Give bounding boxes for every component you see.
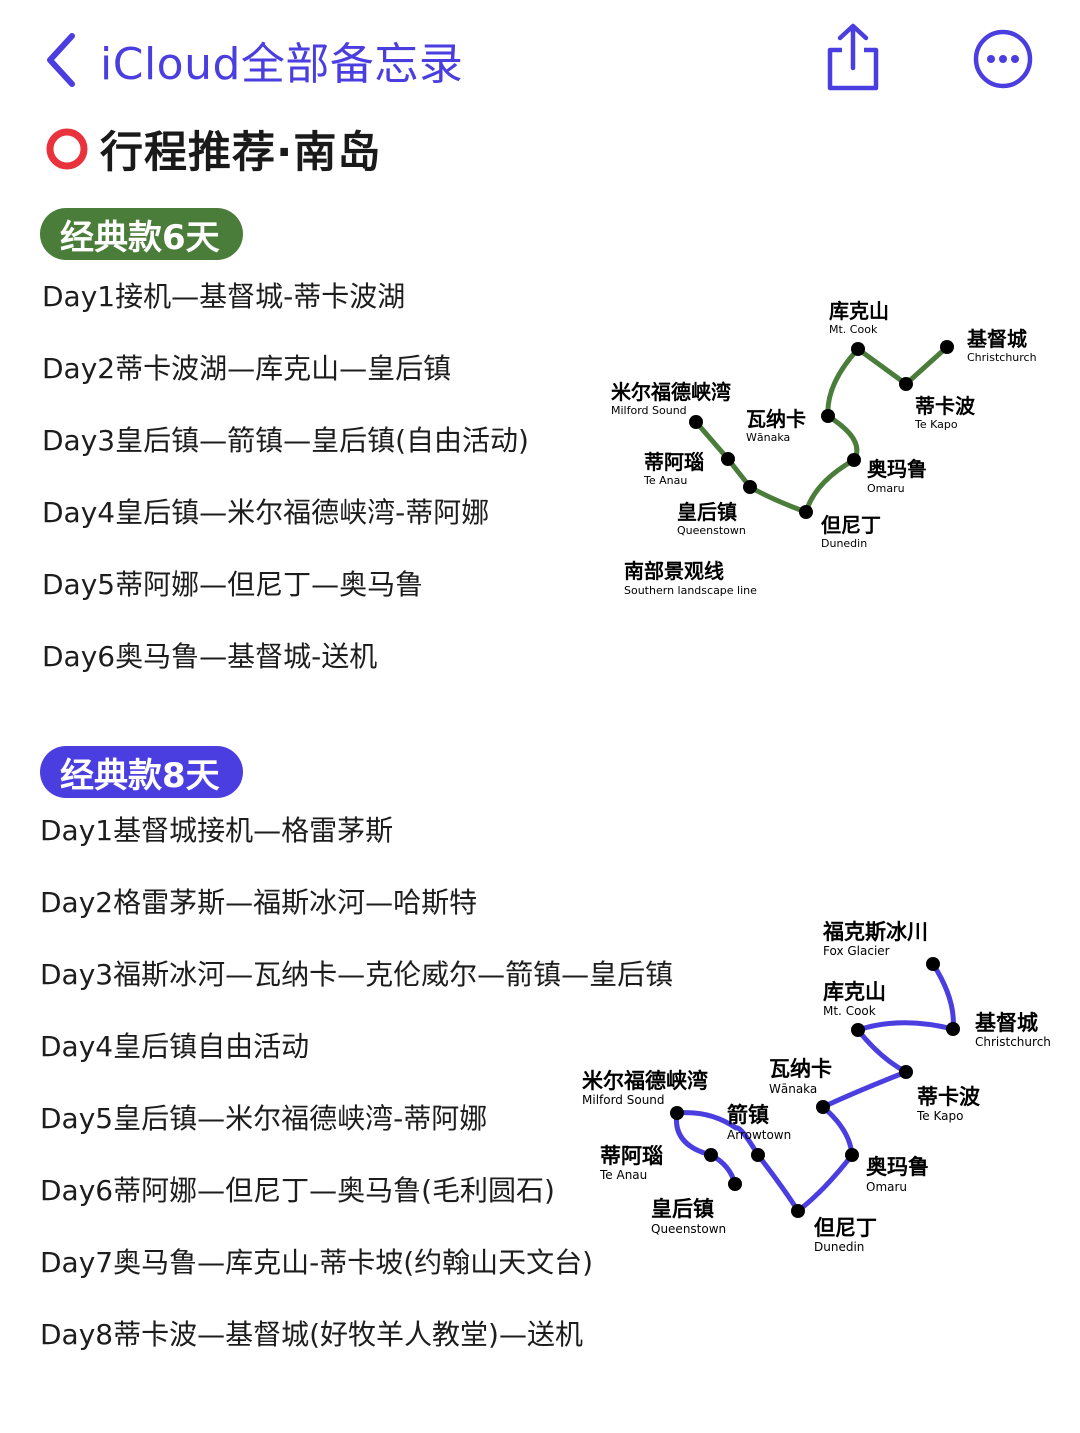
m6-station-cn: 奥玛鲁 [867,457,927,481]
plan8-day-3: Day3福斯冰河—瓦纳卡—克伦威尔—箭镇—皇后镇 [40,958,674,991]
note-title: 行程推荐·南岛 [44,118,381,180]
plan8-day-5: Day5皇后镇—米尔福德峡湾-蒂阿娜 [40,1102,488,1135]
m8-station-cn: 瓦纳卡 [769,1057,832,1081]
m8-station-en: Fox Glacier [823,944,890,958]
m6-station-cn: 瓦纳卡 [746,407,806,431]
m8-station-en: Omaru [866,1180,907,1194]
m8-station-cn: 蒂阿瑙 [600,1144,663,1168]
share-icon[interactable] [822,22,884,92]
m8-station-cn: 基督城 [975,1011,1038,1035]
note-title-text: 行程推荐·南岛 [100,128,382,178]
plan6-day-5: Day5蒂阿娜—但尼丁—奥马鲁 [42,568,424,601]
m6-station-cn: 库克山 [829,299,889,323]
plan8-day-7: Day7奥马鲁—库克山-蒂卡坡(约翰山天文台) [40,1246,594,1279]
m8-station-cn: 福克斯冰川 [822,920,928,944]
plan6-badge: 经典款6天 [40,208,243,260]
m8-station-cn: 皇后镇 [651,1197,714,1221]
plan6-day-4: Day4皇后镇—米尔福德峡湾-蒂阿娜 [42,496,490,529]
m8-station-en: Arrowtown [727,1128,791,1142]
m8-station-en: Christchurch [975,1035,1051,1049]
plan8-day-1: Day1基督城接机—格雷茅斯 [40,814,394,847]
m6-station-en: Wānaka [746,431,790,444]
m8-station-en: Milford Sound [582,1093,665,1107]
m8-station-cn: 库克山 [823,980,886,1004]
m6-station-cn: 基督城 [967,327,1027,351]
m6-station-en: Dunedin [821,537,867,550]
plan8-day-2: Day2格雷茅斯—福斯冰河—哈斯特 [40,886,478,919]
m8-station-en: Wānaka [769,1082,817,1096]
m8-station-en: Te Kapo [916,1109,963,1123]
plan6-day-2: Day2蒂卡波湖—库克山—皇后镇 [42,352,452,385]
plan8-day-4: Day4皇后镇自由活动 [40,1030,310,1063]
red-circle-icon [46,128,88,170]
m6-station-en: Mt. Cook [829,323,878,336]
m6-station-en: Milford Sound [611,404,687,417]
m6-station-cn: 米尔福德峡湾 [611,380,731,404]
m8-station-en: Mt. Cook [823,1004,876,1018]
m6-station-cn: 蒂阿瑙 [644,450,704,474]
m8-station-en: Dunedin [814,1240,864,1254]
m8-station-cn: 米尔福德峡湾 [582,1069,708,1093]
plan6-day-6: Day6奥马鲁—基督城-送机 [42,640,378,673]
route-map-6day: 库克山 Mt. Cook 基督城 Christchurch 米尔福德峡湾 Mil… [611,299,1037,597]
m6-station-cn: 蒂卡波 [915,394,976,418]
navigation-bar: iCloud全部备忘录 [0,0,1080,120]
m6-station-cn: 皇后镇 [677,500,737,524]
more-icon[interactable] [972,28,1034,90]
plan6-day-1: Day1接机—基督城-蒂卡波湖 [42,280,406,313]
m6-station-en: Queenstown [677,524,746,537]
back-label: iCloud全部备忘录 [100,39,464,90]
m6-station-en: Te Kapo [914,418,958,431]
m8-station-en: Te Anau [599,1168,647,1182]
m6-station-en: Omaru [867,482,905,495]
m6-station-cn: 但尼丁 [821,513,881,537]
m8-station-cn: 蒂卡波 [917,1085,981,1109]
plan8-day-6: Day6蒂阿娜—但尼丁—奥马鲁(毛利圆石) [40,1174,555,1207]
back-button[interactable]: iCloud全部备忘录 [44,28,463,92]
m6-station-en: Te Anau [643,474,687,487]
m8-station-cn: 奥玛鲁 [866,1155,929,1179]
plan8-badge: 经典款8天 [40,746,243,798]
m6-line-cn: 南部景观线 [624,559,724,583]
plan6-day-3: Day3皇后镇—箭镇—皇后镇(自由活动) [42,424,529,457]
m8-station-cn: 但尼丁 [814,1216,877,1240]
m8-station-en: Queenstown [651,1222,726,1236]
m6-line-en: Southern landscape line [624,584,757,597]
m8-station-cn: 箭镇 [727,1103,769,1127]
chevron-left-icon [47,33,75,87]
m6-station-en: Christchurch [967,351,1037,364]
plan8-day-8: Day8蒂卡波—基督城(好牧羊人教堂)—送机 [40,1318,583,1351]
